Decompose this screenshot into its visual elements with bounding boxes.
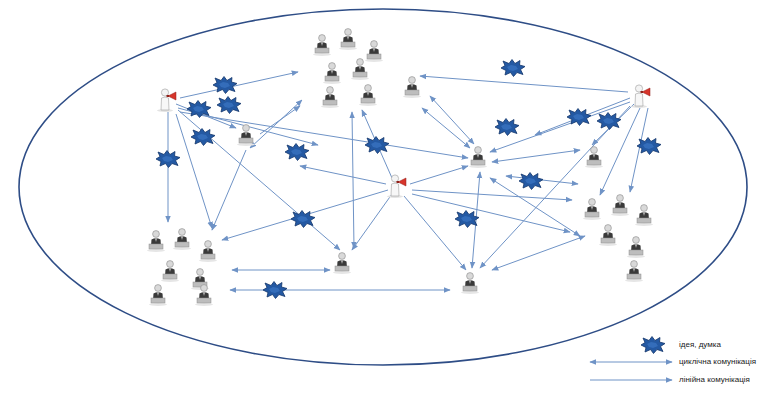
- legend-text: циклічна комунікація: [678, 357, 757, 367]
- idea-swatch: [641, 337, 665, 354]
- speakers: [157, 85, 650, 198]
- community-boundary: [19, 9, 747, 365]
- cyclic-swatch: [590, 362, 672, 363]
- legend-samples: [590, 337, 672, 381]
- legend-text: ідея, думка: [678, 340, 722, 350]
- idea-blobs: [156, 60, 661, 299]
- cyclic-arrows: [230, 96, 585, 290]
- legend-text: лінійна комунікація: [678, 375, 751, 385]
- linear-arrows: [168, 72, 648, 270]
- people: [147, 29, 653, 306]
- linear-swatch: [590, 380, 672, 381]
